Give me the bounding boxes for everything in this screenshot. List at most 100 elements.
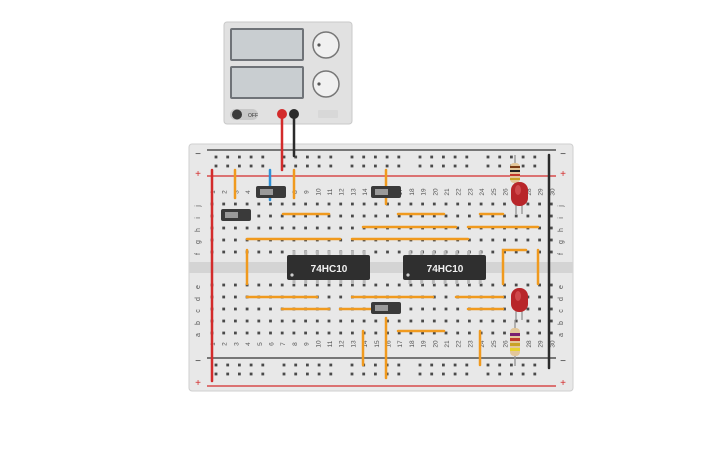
column-number-top-21: 21	[444, 188, 451, 196]
slide-switch-3[interactable]	[221, 209, 251, 221]
rail-label-minus-bottom-right: −	[560, 356, 566, 367]
row-letter-left-b: b	[195, 321, 202, 325]
column-number-top-29: 29	[538, 188, 545, 196]
column-number-bottom-26: 26	[503, 340, 510, 348]
column-number-top-22: 22	[456, 188, 463, 196]
column-number-top-3: 3	[233, 190, 240, 194]
power-button-label: OFF	[248, 113, 258, 119]
column-number-bottom-28: 28	[526, 340, 533, 348]
row-letter-right-a: a	[558, 333, 565, 337]
column-number-bottom-2: 2	[222, 342, 229, 346]
rail-label-plus-top-right: +	[560, 169, 566, 180]
row-letter-left-c: c	[195, 309, 202, 313]
column-number-top-26: 26	[503, 188, 510, 196]
slide-switch-2[interactable]	[371, 186, 401, 198]
column-number-top-24: 24	[479, 188, 486, 196]
column-number-bottom-12: 12	[339, 340, 346, 348]
column-number-top-25: 25	[491, 188, 498, 196]
row-letter-right-g: g	[558, 240, 565, 244]
row-letter-right-c: c	[558, 309, 565, 313]
column-number-top-2: 2	[222, 190, 229, 194]
row-letter-left-i: i	[195, 217, 202, 219]
column-number-bottom-5: 5	[257, 342, 264, 346]
row-letter-left-e: e	[195, 285, 202, 289]
column-number-bottom-10: 10	[315, 340, 322, 348]
slide-switch-1[interactable]	[256, 186, 286, 198]
led-bottom[interactable]	[511, 288, 528, 320]
row-letter-left-h: h	[195, 228, 202, 232]
breadboard-labels: 1122334455667788991010111112121313141415…	[195, 188, 565, 348]
current-knob[interactable]	[312, 70, 340, 98]
rail-label-plus-bottom-left: +	[195, 378, 201, 389]
column-number-bottom-11: 11	[327, 340, 334, 347]
column-number-top-14: 14	[362, 188, 369, 196]
chip-74hc10-left[interactable]: 74HC10	[287, 251, 370, 284]
column-number-bottom-8: 8	[292, 342, 299, 346]
rail-label-minus-top-left: −	[195, 149, 201, 160]
column-number-bottom-9: 9	[304, 342, 311, 346]
column-number-bottom-24: 24	[479, 340, 486, 348]
column-number-bottom-20: 20	[432, 340, 439, 348]
power-supply[interactable]: OFF	[223, 21, 353, 125]
row-letter-right-h: h	[558, 228, 565, 232]
rail-label-plus-top-left: +	[195, 169, 201, 180]
voltage-knob[interactable]	[312, 31, 340, 59]
column-number-bottom-18: 18	[409, 340, 416, 348]
column-number-top-12: 12	[339, 188, 346, 196]
row-letter-right-e: e	[558, 285, 565, 289]
column-number-top-4: 4	[245, 190, 252, 194]
column-number-bottom-6: 6	[269, 342, 276, 346]
column-number-bottom-19: 19	[421, 340, 428, 348]
rail-label-plus-bottom-right: +	[560, 378, 566, 389]
row-letter-left-f: f	[195, 253, 202, 255]
column-number-top-9: 9	[304, 190, 311, 194]
rail-label-minus-bottom-left: −	[195, 356, 201, 367]
column-number-bottom-23: 23	[467, 340, 474, 348]
row-letter-right-j: j	[558, 205, 565, 208]
column-number-bottom-29: 29	[538, 340, 545, 348]
column-number-bottom-30: 30	[549, 340, 556, 348]
chip-label-right: 74HC10	[427, 264, 464, 275]
chip-label-left: 74HC10	[311, 264, 348, 275]
column-number-top-1: 1	[210, 190, 217, 194]
column-number-top-10: 10	[315, 188, 322, 196]
column-number-bottom-4: 4	[245, 342, 252, 346]
column-number-bottom-21: 21	[444, 340, 451, 348]
column-number-top-18: 18	[409, 188, 416, 196]
row-letter-right-b: b	[558, 321, 565, 325]
row-letter-left-j: j	[195, 205, 202, 208]
row-letter-left-d: d	[195, 297, 202, 301]
row-letter-right-f: f	[558, 253, 565, 255]
column-number-top-19: 19	[421, 188, 428, 196]
column-number-top-28: 28	[526, 188, 533, 196]
column-number-top-30: 30	[549, 188, 556, 196]
column-number-top-13: 13	[350, 188, 357, 196]
row-letter-right-i: i	[558, 217, 565, 219]
column-number-top-11: 11	[327, 188, 334, 195]
power-button-knob	[232, 109, 242, 120]
rail-label-minus-top-right: −	[560, 149, 566, 160]
slide-switch-4[interactable]	[371, 302, 401, 314]
column-number-bottom-7: 7	[280, 342, 287, 346]
brand-badge	[318, 110, 338, 118]
column-number-bottom-25: 25	[491, 340, 498, 348]
chip-74hc10-right[interactable]: 74HC10	[403, 251, 486, 284]
row-letter-left-g: g	[195, 240, 202, 244]
column-number-bottom-15: 15	[374, 340, 381, 348]
column-number-bottom-3: 3	[233, 342, 240, 346]
column-number-bottom-16: 16	[386, 340, 393, 348]
column-number-top-20: 20	[432, 188, 439, 196]
wires[interactable]	[210, 112, 551, 383]
row-letter-left-a: a	[195, 333, 202, 337]
column-number-bottom-14: 14	[362, 340, 369, 348]
row-letter-right-d: d	[558, 297, 565, 301]
resistor-bottom[interactable]	[510, 320, 520, 366]
center-channel	[189, 262, 573, 273]
column-number-bottom-22: 22	[456, 340, 463, 348]
column-number-top-23: 23	[467, 188, 474, 196]
wire-orange-12[interactable]	[501, 248, 528, 286]
led-top[interactable]	[511, 182, 528, 214]
column-number-bottom-1: 1	[210, 342, 217, 346]
breadboard: − + − + − + − + 112233445566778899101011…	[188, 143, 574, 392]
